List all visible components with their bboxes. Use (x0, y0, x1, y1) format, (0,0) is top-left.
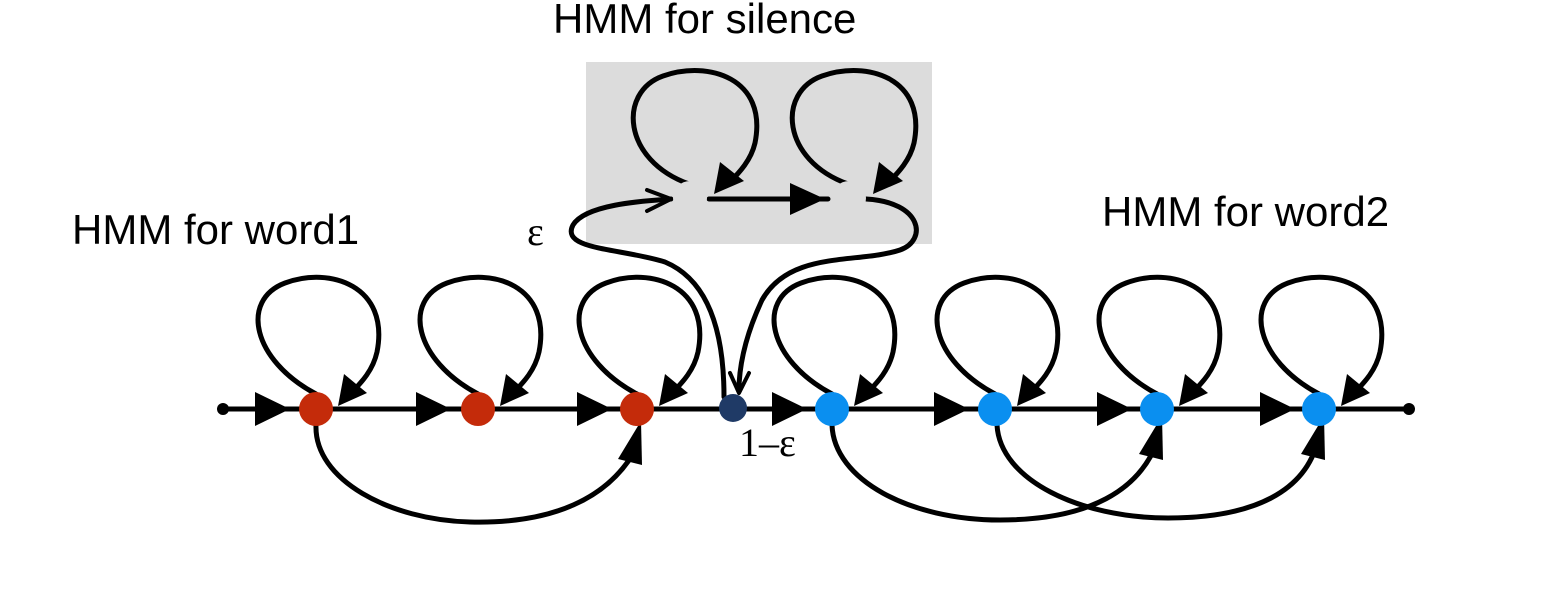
end-endpoint (1403, 403, 1415, 415)
word2-hmm-title: HMM for word2 (1102, 188, 1389, 235)
one-minus-epsilon-label: 1–ε (739, 420, 796, 465)
silence-self-loop-1 (630, 68, 760, 187)
junction-state (719, 394, 747, 422)
open-arrowhead-to-silence (645, 188, 673, 213)
silence-hmm-title: HMM for silence (553, 0, 856, 42)
arrowhead-silence-transition (790, 183, 825, 215)
word2-state-1 (815, 392, 849, 426)
epsilon-path-to-silence (568, 196, 727, 400)
arrowhead-silence-loop-2 (873, 162, 903, 194)
arrowhead-loop-1 (338, 374, 367, 406)
word1-self-loop-3 (576, 274, 703, 397)
arrowhead-chain-3 (577, 392, 612, 426)
silence-return-path (736, 196, 919, 389)
word2-state-2 (978, 392, 1012, 426)
silence-state-1 (673, 181, 707, 215)
arrowhead-chain-1 (255, 392, 290, 426)
word1-skip-arc (313, 422, 641, 525)
arrowhead-chain-2 (416, 392, 451, 426)
open-arrowhead-return (728, 371, 751, 395)
arrowhead-loop-7 (1341, 374, 1370, 406)
arrowhead-chain-5 (934, 392, 969, 426)
word2-self-loop-3 (1096, 274, 1223, 397)
arrowhead-word2-skip-1 (1139, 416, 1163, 460)
word2-state-4 (1302, 392, 1336, 426)
epsilon-label: ε (527, 209, 544, 254)
arrowhead-loop-6 (1179, 374, 1208, 406)
arrowhead-loop-4 (854, 374, 883, 406)
word2-skip-arc-1 (829, 422, 1161, 523)
arrowhead-word2-skip-2 (1301, 416, 1325, 460)
word2-self-loop-2 (934, 274, 1061, 397)
arrowhead-chain-7 (1260, 392, 1295, 426)
silence-self-loop-2 (789, 68, 919, 187)
word1-self-loop-2 (417, 274, 544, 397)
word2-self-loop-4 (1258, 274, 1385, 397)
arrowhead-loop-3 (659, 374, 688, 406)
word2-state-3 (1140, 392, 1174, 426)
silence-state-2 (832, 181, 866, 215)
word1-state-3 (620, 392, 654, 426)
start-endpoint (217, 403, 229, 415)
arrowhead-silence-loop-1 (714, 162, 744, 194)
word1-self-loop-1 (255, 274, 382, 397)
arrowhead-word1-skip (618, 421, 642, 465)
arrowhead-chain-4 (772, 392, 807, 426)
arrowhead-chain-6 (1097, 392, 1132, 426)
arrowhead-loop-2 (500, 374, 529, 406)
word1-state-1 (299, 392, 333, 426)
arrowhead-loop-5 (1017, 374, 1046, 406)
word2-self-loop-1 (771, 274, 898, 397)
word1-state-2 (461, 392, 495, 426)
word1-hmm-title: HMM for word1 (72, 206, 359, 253)
word2-skip-arc-2 (994, 422, 1321, 521)
silence-hmm-box (586, 62, 932, 244)
